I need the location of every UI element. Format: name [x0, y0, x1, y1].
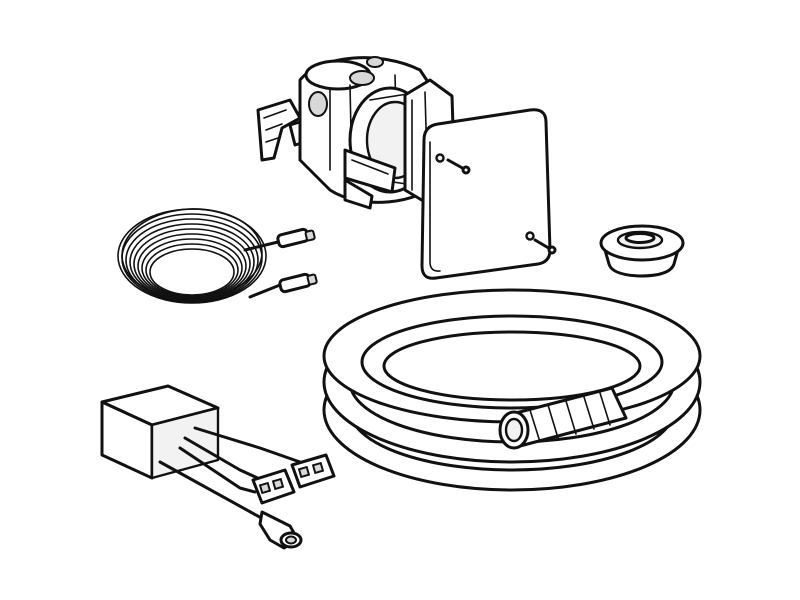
cable-coil	[117, 208, 318, 304]
mounting-bracket-right	[343, 148, 397, 194]
cover-plate	[420, 108, 557, 280]
terminal-block-right	[290, 453, 336, 489]
conduit-end	[498, 386, 628, 450]
psu-box-side	[150, 406, 220, 480]
rubber-grommet	[599, 224, 685, 278]
power-supply-unit	[100, 384, 336, 550]
knockout-hole	[349, 70, 375, 86]
mounting-bracket-left	[256, 98, 302, 162]
cable-plug-top	[276, 227, 316, 249]
cable-plug-bottom	[278, 272, 318, 294]
terminal-block-left	[251, 468, 296, 505]
screw-hole	[435, 153, 445, 163]
corrugated-conduit	[322, 288, 702, 492]
angled-connector	[258, 510, 303, 550]
